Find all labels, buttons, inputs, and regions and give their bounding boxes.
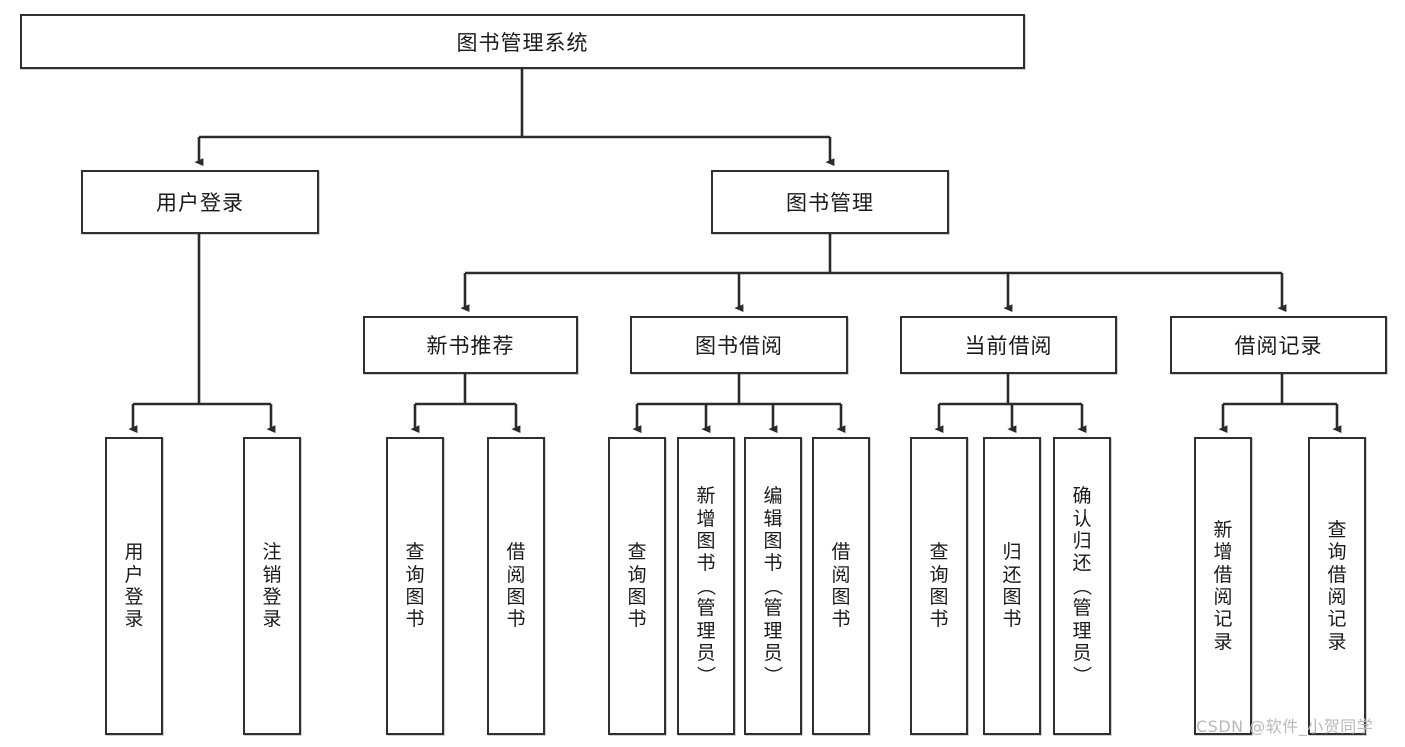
leaf-node-label: 确认归还（管理员） — [1071, 485, 1094, 686]
node-label: 图书借阅 — [695, 334, 783, 358]
leaf-node-label: 注销登录 — [262, 541, 282, 631]
leaf-node-label: 借阅图书 — [831, 541, 851, 631]
node-book-borrow[interactable]: 图书借阅 — [630, 316, 848, 374]
leaf-node[interactable]: 新增图书（管理员） — [677, 437, 735, 735]
node-book-management-system[interactable]: 图书管理系统 — [20, 14, 1025, 69]
leaf-node-label: 借阅图书 — [506, 541, 526, 631]
leaf-node[interactable]: 借阅图书 — [487, 437, 545, 735]
node-label: 用户登录 — [156, 191, 244, 215]
leaf-node-label: 编辑图书（管理员） — [762, 485, 785, 686]
leaf-node-label: 归还图书 — [1002, 541, 1022, 631]
leaf-node-label: 查询借阅记录 — [1327, 518, 1347, 653]
leaf-node[interactable]: 查询图书 — [608, 437, 666, 735]
leaf-node[interactable]: 注销登录 — [243, 437, 301, 735]
leaf-node[interactable]: 借阅图书 — [812, 437, 870, 735]
leaf-node-label: 查询图书 — [405, 541, 425, 631]
leaf-node-label: 查询图书 — [627, 541, 647, 631]
leaf-node-label: 查询图书 — [929, 541, 949, 631]
node-book-management[interactable]: 图书管理 — [711, 170, 949, 234]
node-label: 新书推荐 — [426, 334, 515, 358]
node-label: 图书管理系统 — [456, 30, 589, 55]
node-label: 当前借阅 — [964, 334, 1053, 358]
node-label: 借阅记录 — [1234, 334, 1323, 358]
leaf-node[interactable]: 确认归还（管理员） — [1053, 437, 1111, 735]
node-label: 图书管理 — [786, 191, 874, 215]
node-user-login[interactable]: 用户登录 — [81, 170, 319, 234]
node-new-book-recommend[interactable]: 新书推荐 — [363, 316, 578, 374]
leaf-node[interactable]: 查询借阅记录 — [1308, 437, 1366, 735]
leaf-node[interactable]: 新增借阅记录 — [1194, 437, 1252, 735]
leaf-node-label: 新增借阅记录 — [1213, 518, 1233, 653]
leaf-node[interactable]: 编辑图书（管理员） — [744, 437, 802, 735]
leaf-node[interactable]: 查询图书 — [910, 437, 968, 735]
leaf-node-label: 新增图书（管理员） — [695, 485, 718, 686]
leaf-node-label: 用户登录 — [124, 541, 144, 631]
leaf-node[interactable]: 查询图书 — [386, 437, 444, 735]
leaf-node[interactable]: 归还图书 — [983, 437, 1041, 735]
leaf-node[interactable]: 用户登录 — [105, 437, 163, 735]
node-current-borrow[interactable]: 当前借阅 — [900, 316, 1117, 374]
node-borrow-record[interactable]: 借阅记录 — [1170, 316, 1387, 374]
